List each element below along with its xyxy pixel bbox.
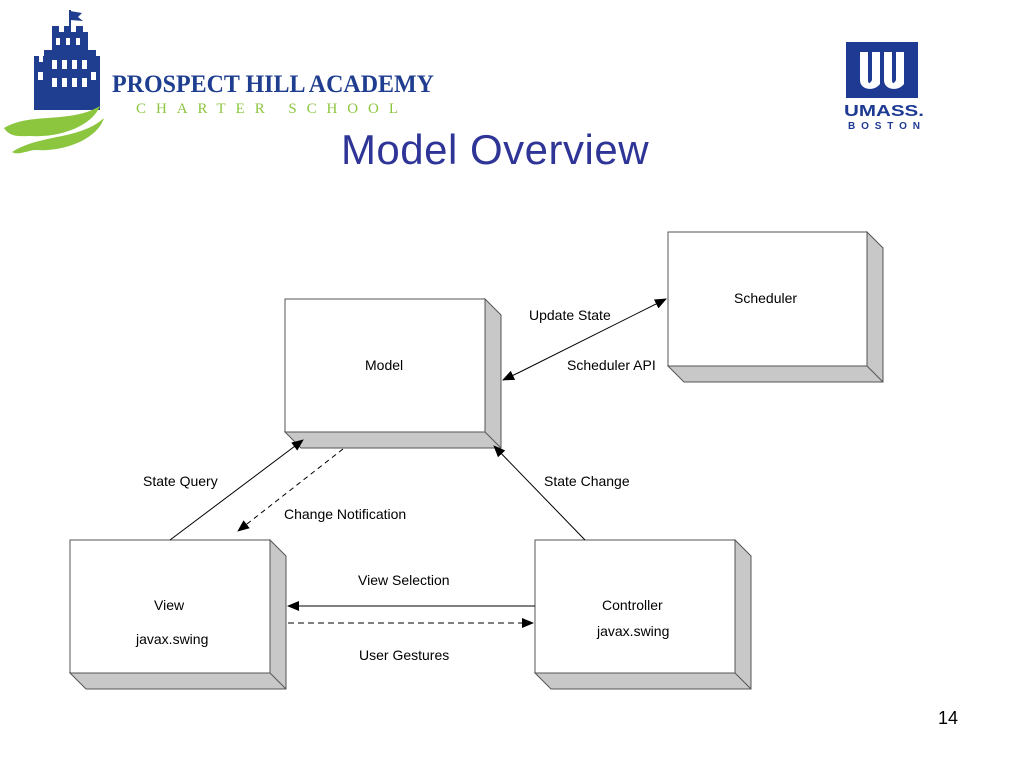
slide-title: Model Overview bbox=[340, 126, 650, 173]
scheduler-label: Scheduler bbox=[734, 290, 798, 306]
view-box bbox=[68, 538, 287, 690]
scheduler-api-arrow bbox=[502, 370, 521, 381]
update-state-label: Update State bbox=[529, 307, 611, 323]
scheduler-box bbox=[666, 230, 884, 383]
view-selection-label: View Selection bbox=[358, 572, 450, 588]
controller-label: Controller bbox=[602, 597, 663, 613]
controller-box bbox=[533, 538, 752, 690]
page-number: 14 bbox=[938, 708, 959, 728]
user-gestures-label: User Gestures bbox=[359, 647, 450, 663]
model-box bbox=[283, 297, 502, 449]
state-change-arrow bbox=[493, 445, 586, 541]
change-notification-label: Change Notification bbox=[284, 506, 407, 522]
controller-sublabel: javax.swing bbox=[597, 623, 670, 639]
view-sublabel: javax.swing bbox=[136, 631, 209, 647]
update-state-arrow bbox=[519, 298, 667, 373]
logo-left-name: PROSPECT HILL ACADEMY bbox=[112, 71, 434, 98]
scheduler-api-label: Scheduler API bbox=[567, 357, 656, 373]
model-label: Model bbox=[365, 357, 404, 373]
state-query-label: State Query bbox=[143, 473, 218, 489]
prospect-hill-academy-logo: PROSPECT HILL ACADEMY CHARTER SCHOOL bbox=[4, 10, 434, 154]
state-query-arrow bbox=[169, 439, 304, 541]
change-notification-arrow bbox=[237, 448, 344, 532]
view-label: View bbox=[154, 597, 185, 613]
umass-boston-logo: UMASS. BOSTON bbox=[844, 42, 924, 132]
state-change-label: State Change bbox=[544, 473, 630, 489]
logo-right-name: UMASS. bbox=[844, 103, 924, 120]
